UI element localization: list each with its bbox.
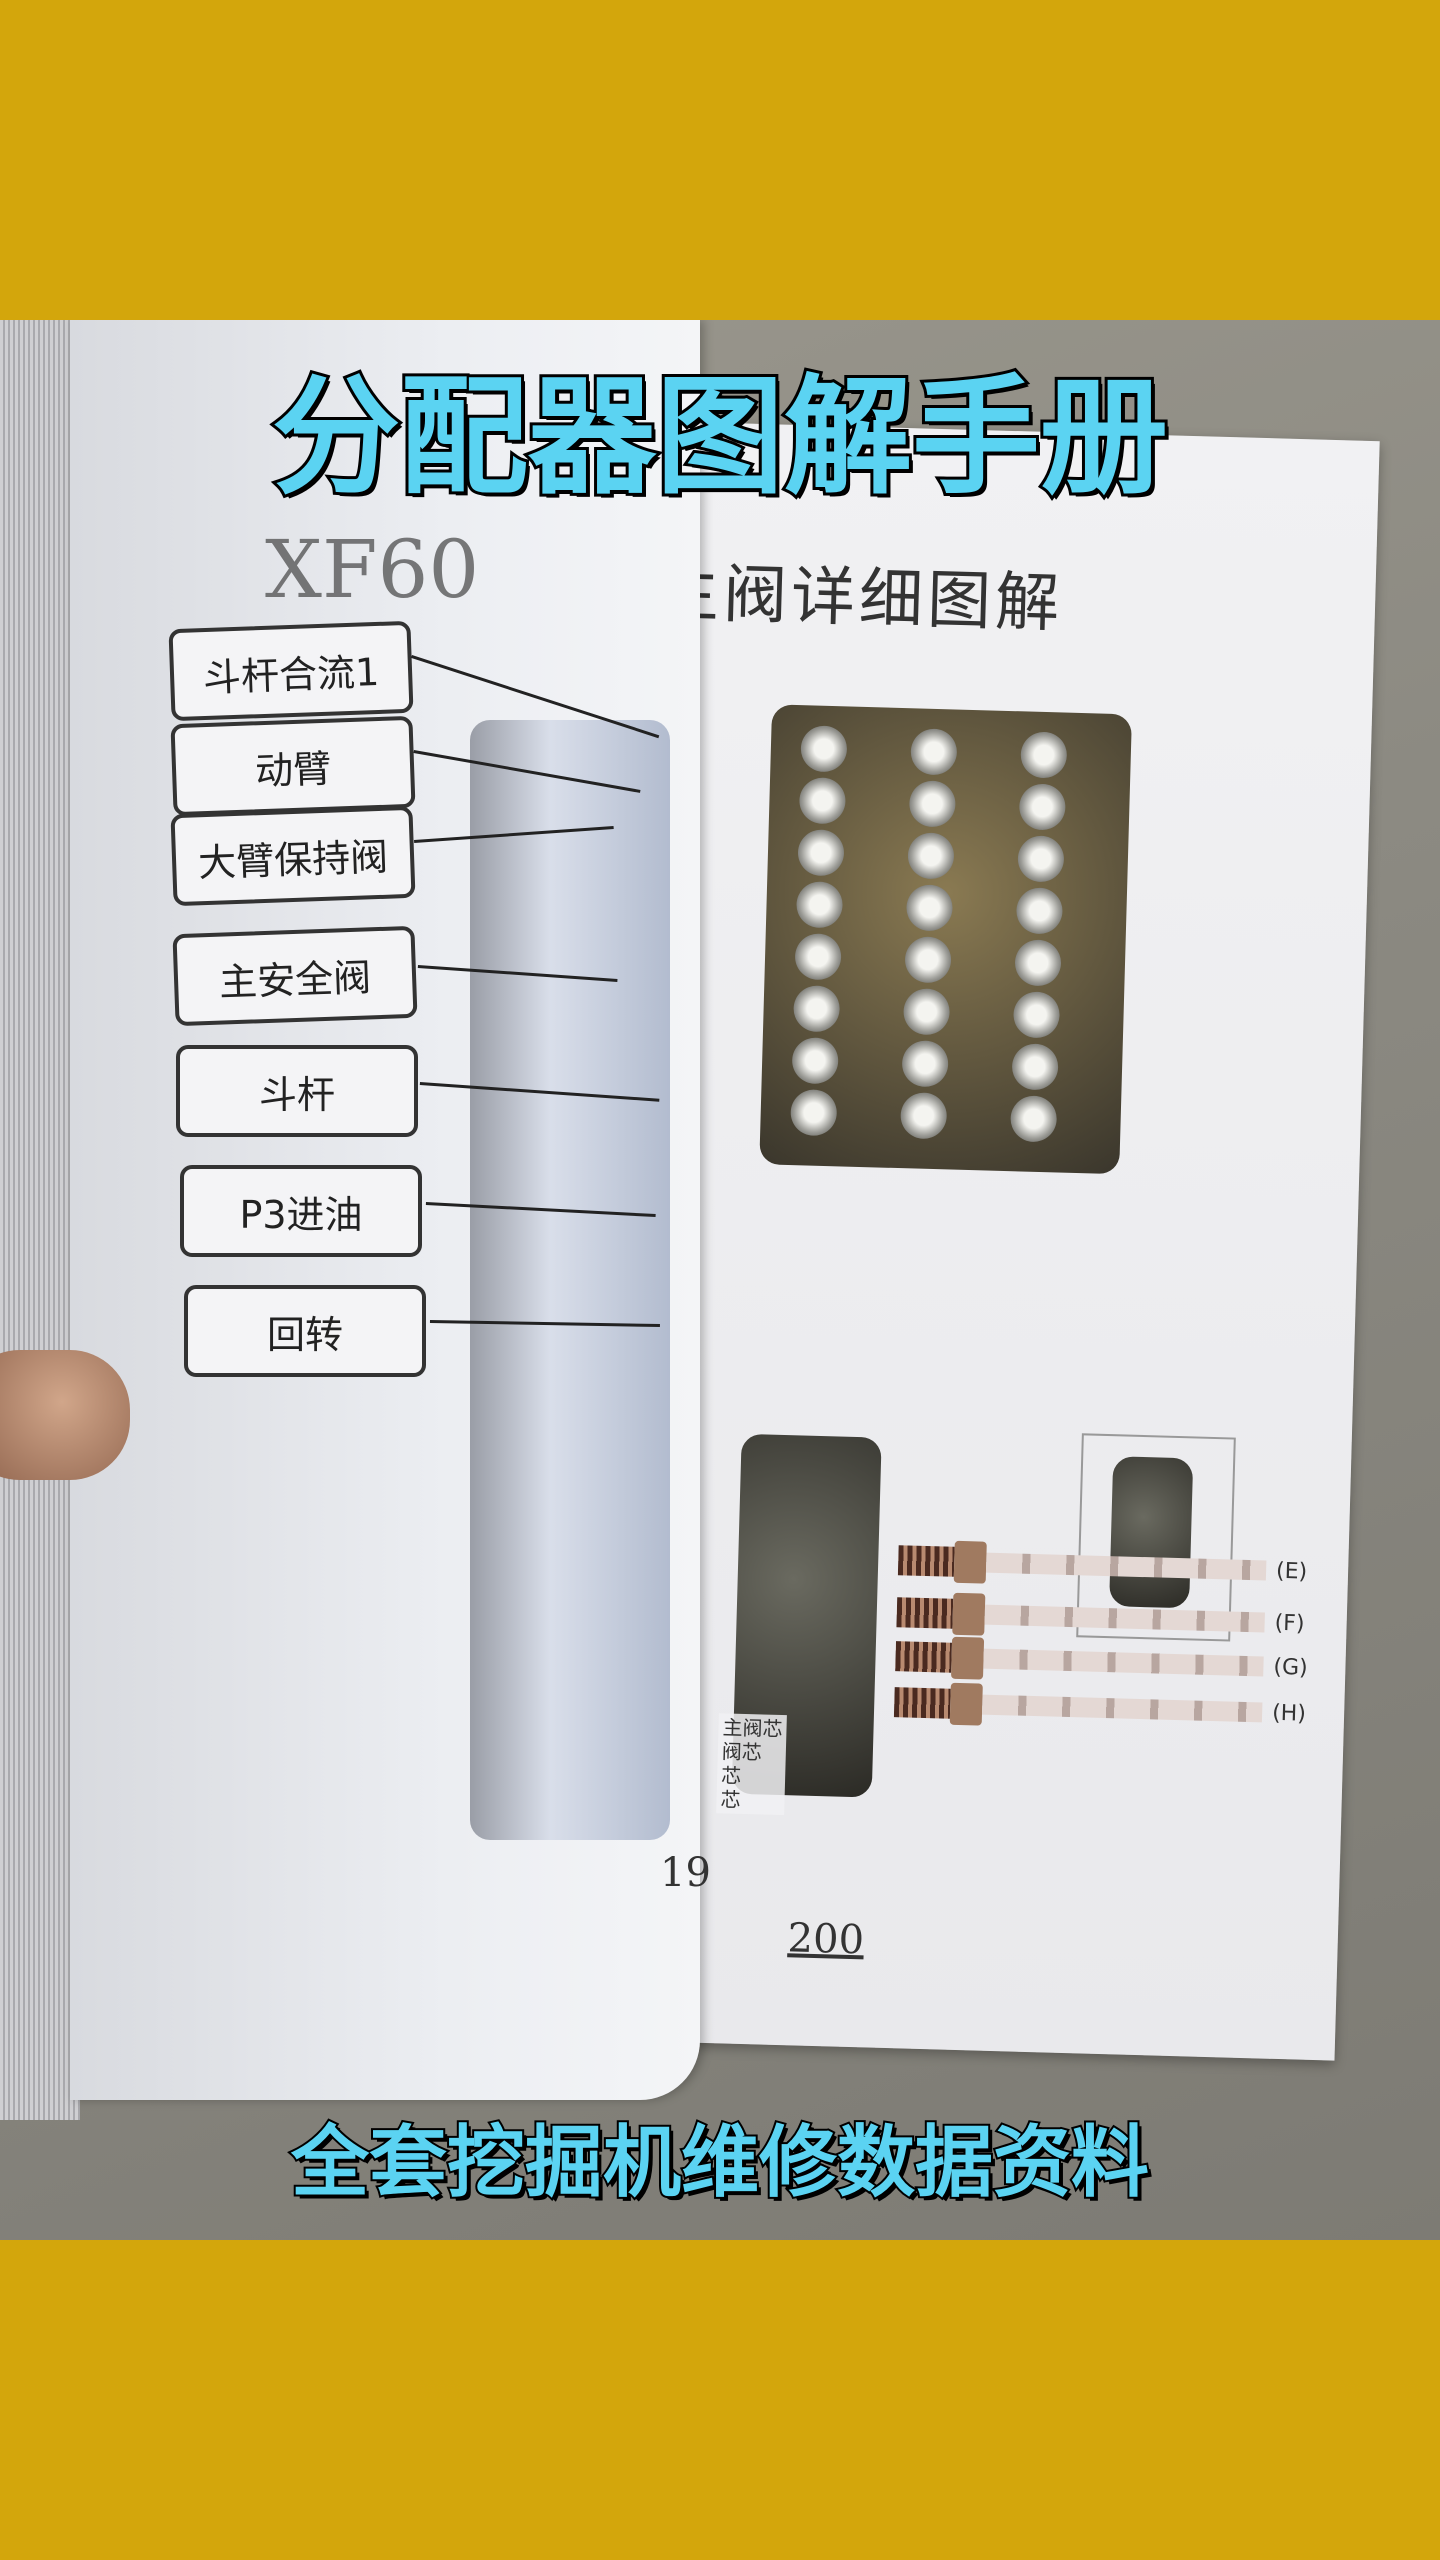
thumb <box>0 1350 130 1480</box>
side-text: 主阀芯 阀芯 芯 芯 <box>716 1713 787 1816</box>
side-text-line: 主阀芯 <box>722 1715 783 1742</box>
side-text-line: 阀芯 <box>721 1739 763 1765</box>
right-page-heading: 主阀详细图解 <box>654 556 1065 642</box>
side-text-line: 芯 <box>720 1787 741 1812</box>
label-p3-inlet: P3进油 <box>180 1165 422 1257</box>
left-page-number: 19 <box>660 1850 711 1896</box>
label-dipper: 斗杆 <box>176 1045 418 1137</box>
label-boom-holding-valve: 大臂保持阀 <box>170 805 416 907</box>
spool-tag: (F) <box>1274 1610 1305 1637</box>
label-boom: 动臂 <box>170 715 416 817</box>
valve-cutaway-image <box>470 720 670 1840</box>
label-swing: 回转 <box>184 1285 426 1377</box>
main-valve-image: (function(){const c=document.currentScri… <box>739 704 1152 1195</box>
label-main-relief-valve: 主安全阀 <box>172 925 418 1027</box>
spool-g: (G) <box>895 1636 1308 1681</box>
bottom-band <box>0 2240 1440 2560</box>
spool-h: (H) <box>893 1682 1307 1727</box>
side-text-line: 芯 <box>720 1763 742 1788</box>
left-page-heading: XF60 <box>265 523 480 616</box>
overlay-caption: 全套挖掘机维修数据资料 <box>289 2116 1151 2210</box>
book-photo: 主阀详细图解 (function(){const c=document.curr… <box>0 320 1440 2240</box>
spool-tag: (E) <box>1275 1558 1308 1585</box>
page-stack-edge <box>0 320 80 2120</box>
spool-tag: (G) <box>1273 1654 1308 1681</box>
page-number: 200 <box>787 1915 865 1964</box>
top-band <box>0 0 1440 320</box>
overlay-title: 分配器图解手册 <box>269 362 1171 513</box>
label-dipper-merge-1: 斗杆合流1 <box>168 620 414 722</box>
spool-tag: (H) <box>1271 1700 1307 1727</box>
